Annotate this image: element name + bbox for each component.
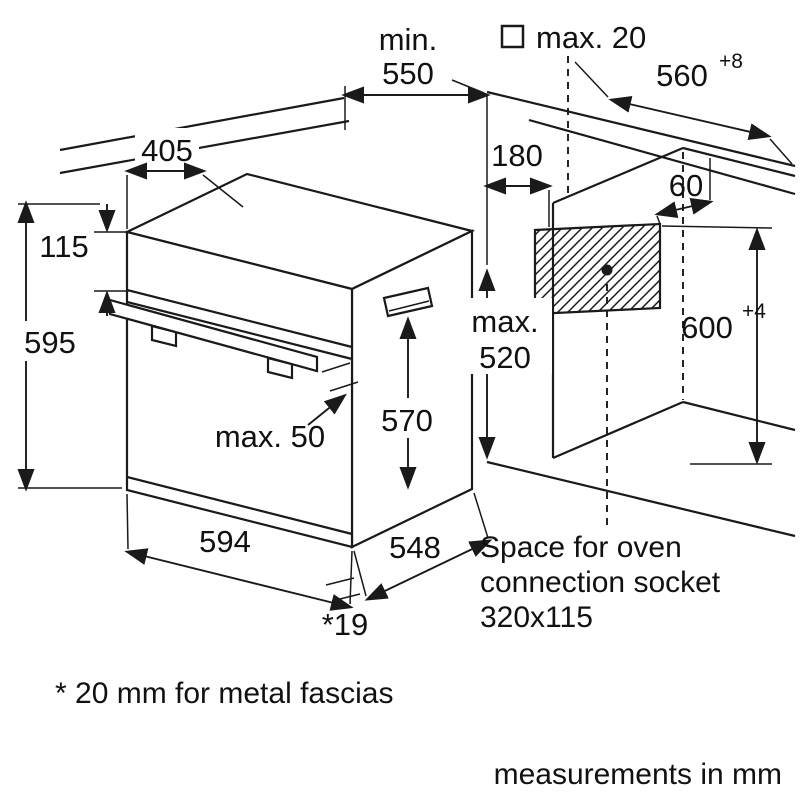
extension-line bbox=[574, 61, 609, 98]
extension-line bbox=[353, 550, 367, 597]
dim-min-550-label-2: 550 bbox=[382, 56, 434, 91]
dim-max-20: max. 20 bbox=[500, 20, 646, 55]
label-mask bbox=[378, 398, 438, 438]
dim-594-label: 594 bbox=[199, 524, 251, 559]
dimension-line bbox=[608, 95, 772, 141]
dim-600-label: 600 bbox=[681, 310, 733, 345]
oven bbox=[108, 172, 476, 549]
dim-max-520-label-1: max. bbox=[471, 304, 538, 339]
gap-tick bbox=[329, 381, 359, 392]
extension-line bbox=[661, 225, 773, 229]
extension-line bbox=[473, 492, 489, 539]
dim-600: 600 +4 bbox=[661, 225, 773, 465]
dim-180: 180 bbox=[483, 138, 553, 227]
dim-max-50: max. 50 bbox=[215, 362, 359, 454]
units-note: measurements in mm bbox=[494, 758, 782, 791]
dimension-line bbox=[364, 539, 493, 601]
dimension-line bbox=[654, 197, 714, 219]
dim-594: 594 bbox=[124, 493, 354, 611]
dim-560-label: 560 bbox=[656, 58, 708, 93]
leader-line bbox=[451, 79, 485, 94]
cabinet-lines bbox=[59, 56, 796, 538]
extension-line bbox=[126, 493, 129, 550]
side-vent-inner-line bbox=[388, 300, 430, 312]
socket-note-line-1: Space for oven bbox=[480, 531, 682, 564]
dim-180-label: 180 bbox=[491, 138, 543, 173]
dim-max-50-label: max. 50 bbox=[215, 419, 325, 454]
leader-arrow bbox=[307, 393, 347, 426]
dim-star-19-label: *19 bbox=[322, 607, 369, 642]
label-mask bbox=[22, 321, 82, 361]
dim-595: 595 bbox=[17, 200, 122, 492]
fascia-footnote: * 20 mm for metal fascias bbox=[55, 677, 393, 710]
socket-note-line-3: 320x115 bbox=[480, 601, 593, 634]
square-symbol bbox=[500, 24, 525, 49]
extension-line bbox=[769, 138, 793, 165]
dim-570-label: 570 bbox=[381, 403, 433, 438]
door-bottom-edge bbox=[126, 475, 353, 536]
dim-60: 60 bbox=[654, 158, 714, 225]
gap-tick bbox=[325, 577, 355, 586]
dim-max-520: max. 520 bbox=[462, 268, 552, 460]
oven-front-face bbox=[125, 230, 354, 549]
dim-405: 405 bbox=[124, 128, 244, 229]
socket-note: Space for oven connection socket 320x115 bbox=[480, 531, 721, 634]
dimension-line bbox=[124, 548, 354, 611]
dim-405-label: 405 bbox=[141, 133, 193, 168]
door-top-edge bbox=[126, 300, 353, 361]
dim-560: 560 +8 bbox=[574, 50, 793, 165]
control-panel-bottom-edge bbox=[126, 288, 353, 349]
label-mask bbox=[462, 298, 552, 374]
label-mask bbox=[135, 128, 199, 166]
dim-star-19: *19 bbox=[322, 577, 369, 642]
dim-570: 570 bbox=[378, 316, 438, 490]
cabinet-top-edge-left-2 bbox=[59, 119, 350, 175]
dim-595-label: 595 bbox=[24, 325, 76, 360]
gap-tick bbox=[321, 362, 351, 373]
socket-hatched-area bbox=[533, 222, 662, 316]
dim-60-label: 60 bbox=[669, 168, 703, 203]
niche-bottom-right-edge bbox=[682, 400, 796, 432]
dim-115-label: 115 bbox=[39, 229, 88, 264]
dim-min-550-label-1: min. bbox=[379, 22, 438, 57]
dim-600-tolerance: +4 bbox=[742, 300, 766, 323]
socket-center-dot bbox=[601, 264, 613, 276]
niche-bottom-receding-edge bbox=[552, 400, 684, 460]
dim-min-550: min. 550 bbox=[341, 22, 491, 130]
dim-560-tolerance: +8 bbox=[719, 50, 743, 73]
extension-line bbox=[202, 174, 244, 208]
dim-max-520-label-2: 520 bbox=[479, 340, 531, 375]
connection-socket bbox=[533, 222, 662, 528]
cabinet-bottom-front-edge bbox=[486, 460, 796, 538]
cabinet-top-edge-left-1 bbox=[59, 96, 345, 152]
dim-548: 548 bbox=[353, 492, 493, 601]
niche-top-receding-edge bbox=[552, 146, 684, 205]
socket-note-line-2: connection socket bbox=[480, 566, 721, 599]
extension-line bbox=[656, 215, 661, 225]
dim-max-20-label: max. 20 bbox=[536, 20, 646, 55]
dim-548-label: 548 bbox=[389, 530, 441, 565]
dim-115: 115 bbox=[39, 204, 129, 316]
niche-top-right-edge bbox=[682, 146, 796, 178]
gap-tick bbox=[331, 593, 361, 602]
